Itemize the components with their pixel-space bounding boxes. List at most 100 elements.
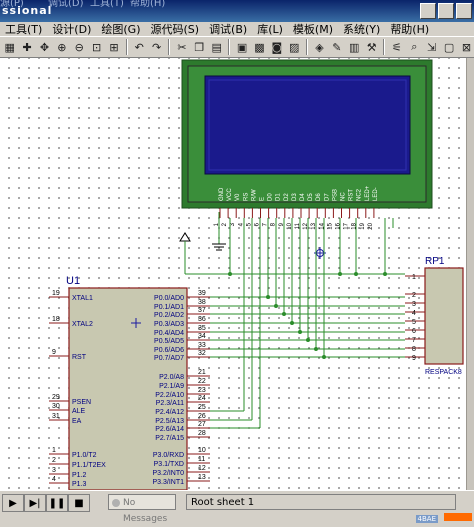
u1-microcontroller[interactable]: U1 [66,275,188,490]
zoom-out-icon[interactable]: ⊖ [74,40,84,54]
u1-right-pin-number: 25 [198,404,206,411]
pan-icon[interactable]: ✥ [39,40,50,54]
u1-right-pin-name: P2.2/A10 [155,392,184,399]
lcd-pin-number: 14 [319,222,325,229]
menu-help[interactable]: 帮助(H) [390,23,430,36]
junction-dot [282,312,286,316]
lcd-pin-number: 6 [255,222,261,226]
lcd-pin-number: 18 [352,222,358,229]
lcd-pin-name: NC [341,192,347,201]
grid-icon[interactable]: ▦ [4,40,15,54]
u1-right-pin-name: P0.6/AD6 [154,347,184,354]
lcd-pin-name: PSB [332,189,338,201]
lcd-pin-number: 5 [246,222,252,226]
sheet-tab[interactable]: Root sheet 1 [186,494,456,510]
copy-icon[interactable]: ❐ [194,40,205,54]
menu-template[interactable]: 模板(M) [292,23,333,36]
undo-icon[interactable]: ↶ [134,40,144,54]
new-sheet-icon[interactable]: ▢ [443,40,455,54]
ground-symbol [212,212,226,251]
menu-tools[interactable]: 工具(T) [5,23,43,36]
power-symbol [179,232,191,274]
lcd-pin-name: D6 [316,193,322,201]
make-device-icon[interactable]: ✎ [332,40,342,54]
lcd-pins: GND1VCC2V03RS4R/W5E6D07D18D29D310D411D51… [214,185,379,229]
u1-left-pin-name: PSEN [72,399,91,406]
play-button[interactable]: ▶ [2,494,24,512]
lcd-pin-number: 13 [311,222,317,229]
u1-right-pin-name: P2.4/A12 [155,409,184,416]
lcd-pin-number: 4 [238,222,244,226]
maximize-button[interactable] [438,3,454,19]
lcd-pin-number: 1 [214,222,220,226]
u1-right-pin-number: 38 [198,299,206,306]
search-icon[interactable]: ⌕ [411,40,418,53]
u1-right-pin-number: 35 [198,325,206,332]
menu-graph[interactable]: 绘图(G) [101,23,141,36]
lcd-pin-name: RS [243,193,249,201]
minimize-button[interactable] [420,3,436,19]
u1-right-pin-number: 22 [198,378,206,385]
u1-right-pin-name: P0.3/AD3 [154,321,184,328]
menu-library[interactable]: 库(L) [257,23,283,36]
u1-left-pin-number: 18 [52,316,60,323]
redo-icon[interactable]: ↷ [152,40,162,54]
rp1-pin-number: 7 [412,337,416,344]
lcd-pin-number: 8 [271,222,277,226]
pick-device-icon[interactable]: ◈ [315,40,324,54]
u1-left-pin-number: 1 [52,447,56,454]
u1-right-pin-name: P2.3/A11 [156,400,184,407]
lcd-pin-name: D4 [300,193,306,201]
block-rotate-icon[interactable]: ◙ [271,40,283,54]
remove-sheet-icon[interactable]: ⊠ [461,40,472,54]
decompose-icon[interactable]: ⚒ [366,40,377,54]
u1-right-pin-name: P3.0/RXD [153,452,184,459]
rp1-respack[interactable]: RP1 RESPACK8 [424,256,464,376]
stop-button[interactable]: ■ [68,494,90,512]
property-assign-icon[interactable]: ⇲ [427,40,437,54]
block-copy-icon[interactable]: ▣ [236,40,248,54]
menu-bar: 工具(T) 设计(D) 绘图(G) 源代码(S) 调试(B) 库(L) 模板(M… [0,22,474,36]
u1-right-pin-number: 37 [198,307,206,314]
lcd-pin-number: 20 [368,222,374,229]
u1-right-pin-number: 24 [198,395,206,402]
package-icon[interactable]: ▥ [349,40,360,54]
block-move-icon[interactable]: ▩ [254,40,265,54]
messages-text: No Messages [123,498,168,524]
rp1-pin-number: 4 [412,310,416,317]
lcd-pin-name: D0 [268,193,274,201]
u1-right-pin-number: 33 [198,342,206,349]
ghost-menu-1: 源(P) [0,0,24,9]
zoom-in-icon[interactable]: ⊕ [57,40,67,54]
close-button[interactable] [456,3,472,19]
lcd-pin-number: 3 [230,222,236,226]
vertical-scrollbar[interactable] [466,58,474,490]
rp1-pin-number: 1 [412,274,416,281]
u1-right-pin-number: 32 [198,350,206,357]
menu-debug[interactable]: 调试(B) [209,23,248,36]
junction-dot [338,272,342,276]
u1-right-pin-number: 10 [198,447,206,454]
lcd-pin-name: D7 [324,193,330,201]
zoom-area-icon[interactable]: ⊞ [109,40,119,54]
rp1-pin-number: 8 [412,346,416,353]
menu-source[interactable]: 源代码(S) [150,23,200,36]
u1-right-pin-name: P0.5/AD5 [154,338,184,345]
cut-icon[interactable]: ✂ [177,40,187,54]
menu-design[interactable]: 设计(D) [52,23,92,36]
origin-icon[interactable]: ✚ [22,40,32,54]
step-button[interactable]: ▶| [24,494,46,512]
wire-autorouter-icon[interactable]: ⚟ [392,40,402,54]
u1-left-pin-name: XTAL2 [72,321,93,328]
messages-panel[interactable]: No Messages [108,494,176,524]
block-delete-icon[interactable]: ▨ [288,40,300,54]
paste-icon[interactable]: ▤ [211,40,222,54]
u1-left-pin-number: 4 [52,476,56,483]
menu-system[interactable]: 系统(Y) [343,23,381,36]
lcd-module[interactable] [181,59,433,209]
pause-button[interactable]: ❚❚ [46,494,68,512]
u1-left-pin-number: 29 [52,394,60,401]
zoom-all-icon[interactable]: ⊡ [91,40,102,54]
toolbar: ▦ ✚ ✥ ⊕ ⊖ ⊡ ⊞ ↶ ↷ ✂ ❐ ▤ ▣ ▩ ◙ ▨ ◈ ✎ ▥ ⚒ … [0,36,474,58]
